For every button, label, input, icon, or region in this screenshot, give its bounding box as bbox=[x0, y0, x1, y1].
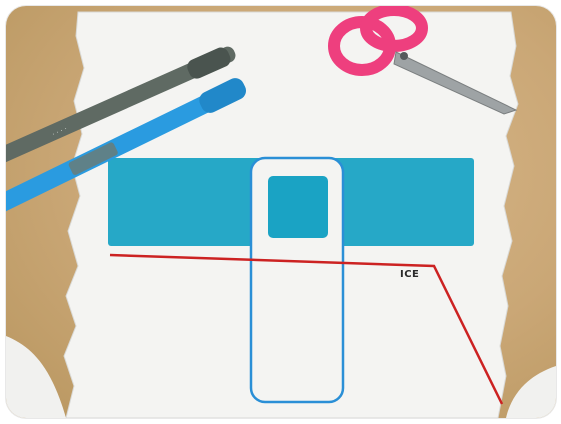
blue-marker bbox=[6, 78, 247, 215]
photo-scene: ICE · · · · bbox=[6, 6, 556, 418]
photo: ICE · · · · bbox=[6, 6, 556, 418]
pink-scissors bbox=[328, 6, 518, 115]
paper-corner bbox=[6, 336, 66, 418]
grey-marker: · · · · bbox=[6, 46, 236, 163]
ice-label: ICE bbox=[400, 269, 419, 280]
red-line bbox=[109, 253, 504, 405]
tower-window bbox=[268, 176, 328, 238]
paper-corner-right bbox=[506, 366, 556, 418]
